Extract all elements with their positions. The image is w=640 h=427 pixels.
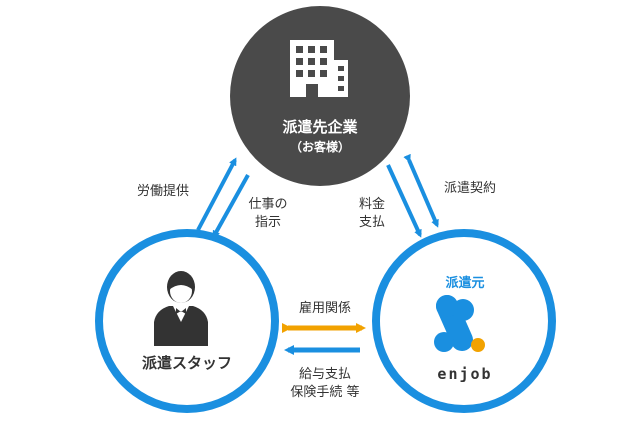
- staff-node: [95, 229, 279, 413]
- brand-name: enjob: [437, 365, 493, 383]
- label-labor-provision: 労働提供: [137, 184, 190, 199]
- agency-node: [372, 229, 556, 413]
- arrow-labor-provision: [196, 157, 237, 231]
- label-salary-line2: 保険手続 等: [290, 385, 360, 400]
- arrow-dispatch-contract: [403, 153, 439, 228]
- label-salary: 給与支払 保険手続 等: [270, 366, 380, 402]
- label-salary-line1: 給与支払: [298, 367, 351, 382]
- label-employment: 雇用関係: [298, 301, 351, 316]
- label-dispatch-contract: 派遣契約: [444, 181, 497, 196]
- staff-name: 派遣スタッフ: [141, 354, 232, 372]
- label-fee-payment-line1: 料金: [358, 197, 385, 212]
- agency-title: 派遣元: [445, 276, 485, 291]
- label-work-instruction-line2: 指示: [254, 215, 281, 230]
- arrow-work-instruction: [212, 174, 250, 239]
- staff-person-icon: [154, 271, 208, 346]
- label-fee-payment-line2: 支払: [358, 215, 385, 230]
- label-work-instruction-line1: 仕事の: [248, 197, 288, 212]
- label-work-instruction: 仕事の 指示: [242, 196, 294, 232]
- enjob-logo-icon: [434, 295, 485, 352]
- client-subtitle: （お客様）: [289, 140, 350, 154]
- label-fee-payment: 料金 支払: [346, 196, 398, 232]
- client-name: 派遣先企業: [282, 118, 358, 136]
- building-icon: [290, 40, 348, 97]
- client-node: [230, 6, 410, 186]
